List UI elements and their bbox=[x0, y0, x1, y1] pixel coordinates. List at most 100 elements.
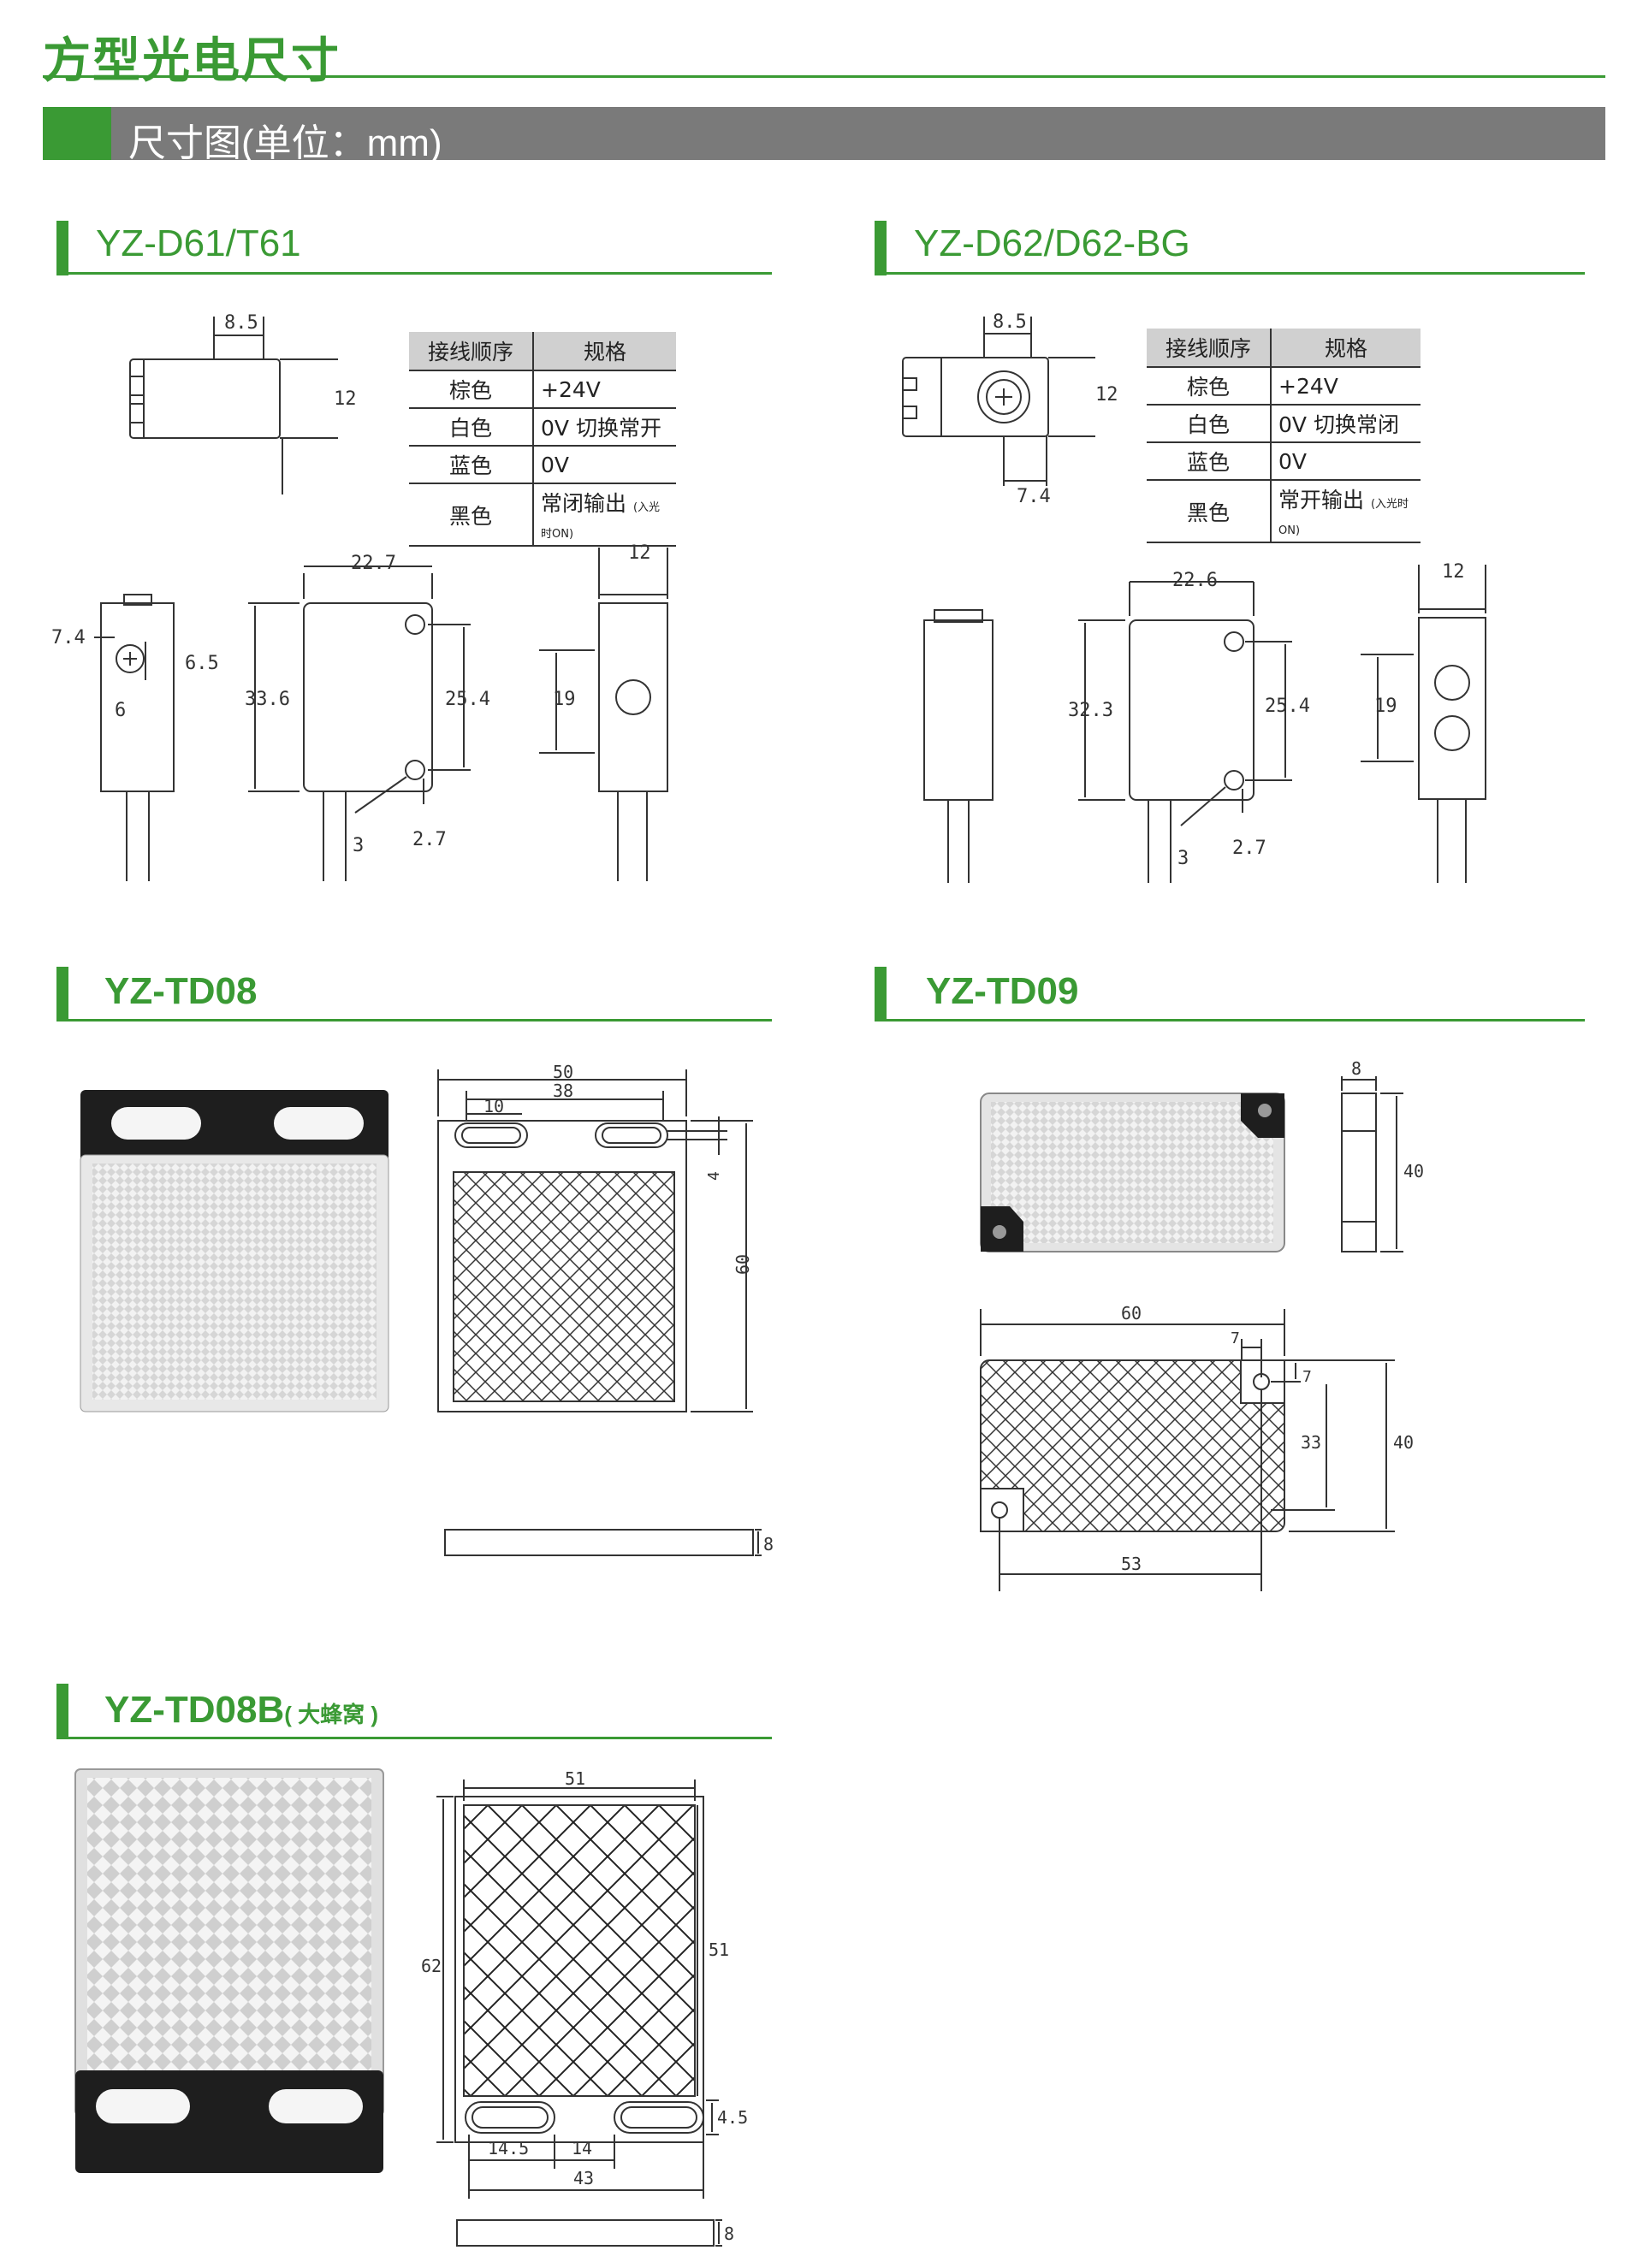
section-marker bbox=[875, 967, 887, 1021]
td09-side-drawing bbox=[1341, 1076, 1403, 1252]
td08b-photo bbox=[74, 1768, 384, 2173]
wire-color: 白色 bbox=[1147, 405, 1272, 443]
dim-td09-width: 60 bbox=[1121, 1303, 1142, 1323]
section-title-d62: YZ-D62/D62-BG bbox=[914, 222, 1190, 264]
dim-td08b-tab-height: 4.5 bbox=[717, 2107, 748, 2128]
dim-td08-height: 60 bbox=[733, 1254, 753, 1275]
d61-side-view bbox=[94, 594, 175, 881]
wire-color: 棕色 bbox=[409, 370, 534, 409]
section-title-td08: YZ-TD08 bbox=[104, 970, 258, 1012]
d62-side-view bbox=[923, 609, 994, 883]
section-marker bbox=[56, 221, 68, 275]
dim-td09-hole-spacing-y: 33 bbox=[1301, 1432, 1321, 1453]
dim-td08b-height: 62 bbox=[421, 1956, 442, 1976]
d61-drawings: 8.5 12 7.4 6.5 6 22.7 33.6 25.4 3 2.7 bbox=[51, 312, 668, 881]
wire-color: 棕色 bbox=[1147, 367, 1272, 406]
section-rule bbox=[56, 272, 772, 275]
dim-td09-thickness: 8 bbox=[1351, 1058, 1361, 1079]
dim-td08b-width: 51 bbox=[565, 1768, 585, 1789]
dim-d62-end-width: 12 bbox=[1442, 561, 1465, 583]
td08-side-drawing bbox=[444, 1529, 762, 1556]
wire-spec: +24V bbox=[1271, 367, 1421, 406]
dim-td09-hole-inset-x: 7 bbox=[1231, 1329, 1240, 1347]
banner-title: 尺寸图(单位：mm) bbox=[128, 122, 442, 164]
d62-front-view bbox=[1078, 581, 1292, 883]
dim-td09-side-height: 40 bbox=[1403, 1161, 1424, 1181]
d61-front-view bbox=[248, 566, 471, 881]
dim-d61-side-a: 7.4 bbox=[51, 627, 86, 648]
dim-d61-side-c: 6 bbox=[115, 700, 126, 721]
dim-td08-hole: 4 bbox=[705, 1171, 723, 1181]
dim-d62-hole-dia: 3 bbox=[1177, 848, 1189, 869]
wire-spec: 0V 切换常开 bbox=[533, 408, 676, 447]
td09-front-drawing bbox=[980, 1309, 1395, 1591]
wire-note: (入光时ON) bbox=[1278, 498, 1409, 537]
wire-color: 蓝色 bbox=[1147, 442, 1272, 481]
table-header: 规格 bbox=[533, 332, 676, 371]
td08-drawings: 50 38 10 4 60 8 bbox=[80, 1062, 774, 1556]
wire-spec: 常开输出 bbox=[1278, 488, 1365, 512]
dim-d62-front-width: 22.6 bbox=[1172, 570, 1218, 591]
td08b-front-drawing bbox=[436, 1779, 719, 2199]
dim-td08b-thickness: 8 bbox=[724, 2224, 734, 2244]
wire-color: 蓝色 bbox=[409, 446, 534, 484]
dim-d62-front-height: 32.3 bbox=[1068, 700, 1113, 721]
dim-td09-hole-spacing-x: 53 bbox=[1121, 1554, 1142, 1574]
dim-td08b-inner-height: 51 bbox=[709, 1939, 729, 1960]
title-divider bbox=[43, 75, 1605, 78]
section-marker bbox=[56, 967, 68, 1021]
d61-top-view bbox=[129, 317, 338, 494]
dim-d62-top-height: 12 bbox=[1095, 384, 1118, 406]
section-rule bbox=[875, 1019, 1585, 1021]
d62-drawings: 8.5 12 7.4 22.6 32.3 25.4 3 2.7 bbox=[902, 311, 1486, 883]
wire-note: (入光时ON) bbox=[541, 501, 661, 541]
dim-d61-top-height: 12 bbox=[334, 388, 357, 410]
page-title: 方型光电尺寸 bbox=[43, 33, 341, 87]
wire-spec: 0V 切换常闭 bbox=[1271, 405, 1421, 443]
dim-d62-hole-spacing: 25.4 bbox=[1265, 696, 1310, 717]
dim-td08b-slot-gap: 14 bbox=[572, 2138, 592, 2158]
dim-d61-front-height: 33.6 bbox=[245, 689, 290, 710]
dim-td08-width: 50 bbox=[553, 1062, 573, 1082]
td09-photo bbox=[980, 1093, 1285, 1252]
dim-d61-end-height: 19 bbox=[553, 689, 576, 710]
dim-td08b-slot-offset: 14.5 bbox=[488, 2138, 529, 2158]
section-rule bbox=[56, 1019, 772, 1021]
table-header: 接线顺序 bbox=[1147, 329, 1272, 368]
td08b-drawings: 51 62 51 4.5 14.5 14 43 8 bbox=[74, 1768, 748, 2247]
dim-d61-front-width: 22.7 bbox=[351, 553, 396, 574]
td08-front-drawing bbox=[437, 1069, 753, 1412]
table-header: 规格 bbox=[1271, 329, 1421, 368]
table-header: 接线顺序 bbox=[409, 332, 534, 371]
dim-d62-knob-offset: 7.4 bbox=[1017, 486, 1051, 507]
dim-d62-end-height: 19 bbox=[1374, 696, 1397, 717]
section-subtitle-td08b: ( 大蜂窝 ) bbox=[284, 1702, 379, 1727]
d62-top-view bbox=[902, 317, 1095, 486]
dim-d61-hole-offset: 2.7 bbox=[412, 829, 447, 850]
d61-end-view bbox=[539, 548, 668, 881]
wire-spec: 0V bbox=[533, 446, 676, 484]
dim-d62-top-width: 8.5 bbox=[993, 311, 1027, 333]
section-title-td08b: YZ-TD08B( 大蜂窝 ) bbox=[104, 1689, 378, 1732]
td08b-side-drawing bbox=[456, 2219, 722, 2247]
dim-d61-hole-dia: 3 bbox=[353, 835, 364, 856]
dim-td08-thickness: 8 bbox=[763, 1534, 774, 1554]
section-title-d61: YZ-D61/T61 bbox=[96, 222, 301, 264]
dim-d61-hole-spacing: 25.4 bbox=[445, 689, 490, 710]
section-title-td08b-name: YZ-TD08B bbox=[104, 1689, 285, 1731]
section-marker bbox=[875, 221, 887, 275]
td09-drawings: 8 40 60 7 7 33 40 53 bbox=[980, 1058, 1424, 1591]
section-marker bbox=[56, 1684, 68, 1738]
section-rule bbox=[875, 272, 1585, 275]
wire-color: 黑色 bbox=[1147, 480, 1272, 543]
banner-accent bbox=[43, 107, 111, 160]
wire-spec: +24V bbox=[533, 370, 676, 409]
wire-color: 黑色 bbox=[409, 483, 534, 547]
dim-d62-hole-offset: 2.7 bbox=[1232, 838, 1266, 859]
section-title-td09: YZ-TD09 bbox=[926, 970, 1079, 1012]
td08-photo bbox=[80, 1090, 389, 1412]
wire-spec: 0V bbox=[1271, 442, 1421, 481]
dim-d61-end-width: 12 bbox=[628, 542, 651, 564]
